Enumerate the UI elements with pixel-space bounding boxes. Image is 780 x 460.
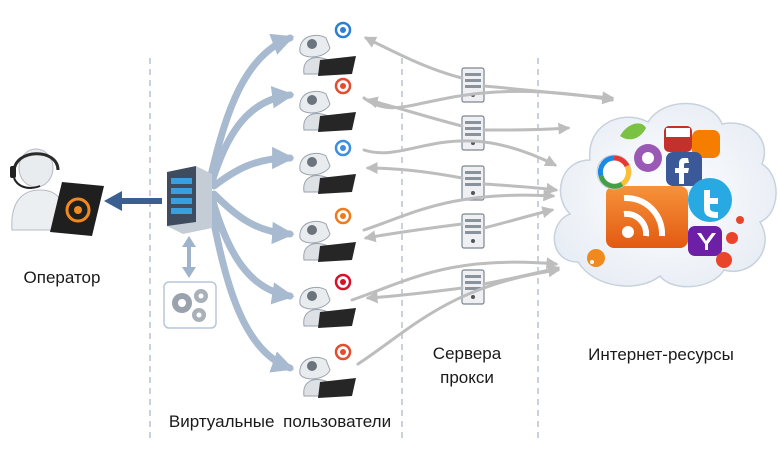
blogger-icon bbox=[692, 130, 720, 158]
operator-label: Оператор bbox=[23, 268, 101, 287]
leaf-icon bbox=[620, 123, 646, 140]
rss-icon bbox=[606, 186, 688, 248]
virtual-user-robot bbox=[299, 273, 356, 328]
picasa-icon bbox=[634, 144, 662, 172]
section-dividers bbox=[149, 58, 539, 440]
operator-arrow bbox=[104, 191, 162, 211]
virtual-user-robot bbox=[299, 77, 356, 132]
internet-explorer-icon bbox=[334, 21, 352, 39]
proxy-server-icon bbox=[461, 213, 485, 249]
proxy-servers-label-line2: прокси bbox=[440, 368, 494, 387]
youtube-icon bbox=[664, 126, 692, 152]
proxy-servers-label: Сервера прокси bbox=[422, 342, 512, 390]
facebook-icon bbox=[666, 152, 702, 186]
operator-avatar bbox=[10, 148, 104, 236]
virtual-users-label: Виртуальные пользователи bbox=[168, 412, 392, 431]
chrome-icon bbox=[334, 77, 352, 95]
small-rss-icon bbox=[587, 249, 605, 267]
virtual-user-robot bbox=[299, 207, 356, 262]
fanout-arrows bbox=[206, 33, 295, 373]
internet-icons bbox=[587, 123, 744, 268]
proxy-servers-label-line1: Сервера bbox=[432, 344, 502, 363]
proxy-server-icon bbox=[461, 269, 485, 305]
proxy-server-icon bbox=[461, 67, 485, 103]
virtual-user-robot bbox=[299, 21, 356, 76]
proxy-connections bbox=[350, 36, 615, 366]
chrome-icon bbox=[334, 343, 352, 361]
opera-icon bbox=[334, 273, 352, 291]
google-icon bbox=[596, 154, 632, 190]
yahoo-icon bbox=[688, 226, 722, 256]
proxy-servers bbox=[461, 67, 485, 305]
twitter-icon bbox=[688, 178, 732, 222]
gears-icon bbox=[163, 281, 217, 329]
internet-resources-label: Интернет-ресурсы bbox=[588, 345, 734, 364]
virtual-users bbox=[299, 21, 356, 398]
proxy-server-icon bbox=[461, 165, 485, 201]
virtual-user-robot bbox=[299, 139, 356, 194]
firefox-icon bbox=[334, 207, 352, 225]
safari-icon bbox=[334, 139, 352, 157]
proxy-server-icon bbox=[461, 115, 485, 151]
controller-server-icon bbox=[167, 166, 212, 234]
virtual-user-robot bbox=[299, 343, 356, 398]
plus-icon bbox=[716, 216, 744, 268]
settings-link-arrow bbox=[182, 236, 196, 278]
